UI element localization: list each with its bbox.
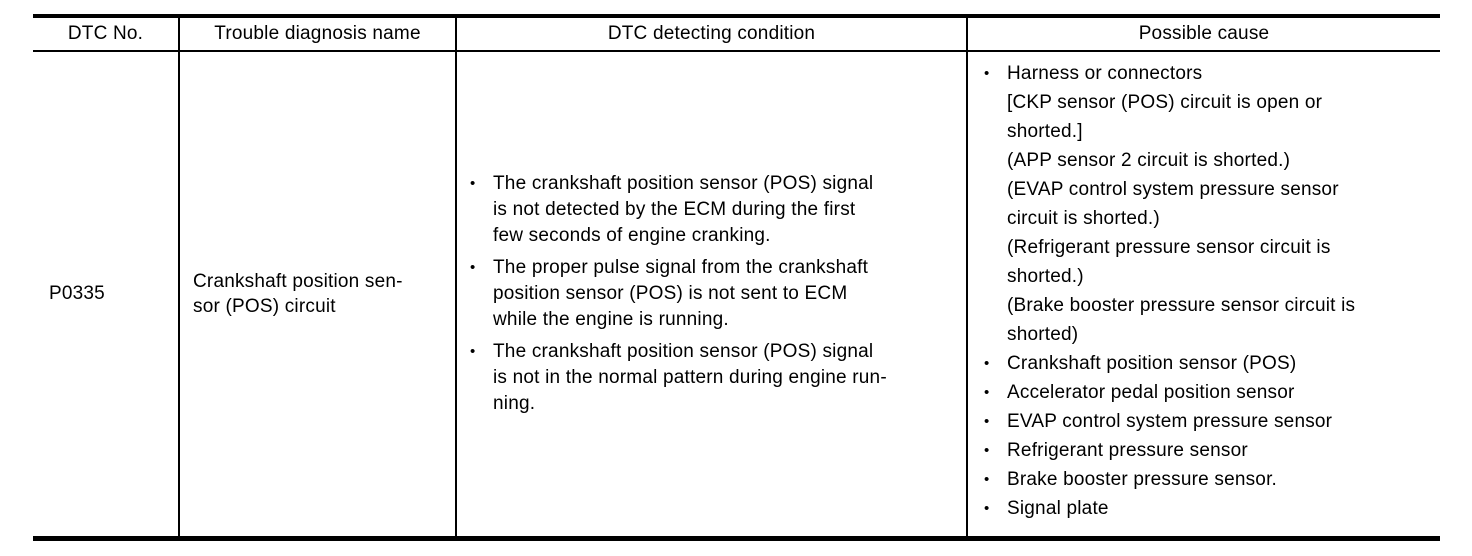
- detecting-condition-text: The crankshaft position sensor (POS) sig…: [493, 341, 887, 414]
- possible-cause-text: EVAP control system pressure sensor: [1007, 411, 1333, 432]
- detecting-condition-text: The crankshaft position sensor (POS) sig…: [493, 173, 874, 246]
- header-possible-cause-label: Possible cause: [1138, 23, 1270, 44]
- trouble-diagnosis-name-text: Crankshaft position sen- sor (POS) circu…: [193, 271, 403, 317]
- dtc-code: P0335: [49, 283, 105, 304]
- possible-cause-item: • Refrigerant pressure sensor: [984, 436, 1432, 465]
- detecting-condition-list: • The crankshaft position sensor (POS) s…: [470, 171, 958, 417]
- cell-dtc-no: P0335: [33, 52, 178, 536]
- cell-possible-cause: • Harness or connectors [CKP sensor (POS…: [966, 52, 1440, 536]
- bullet-icon: •: [984, 413, 990, 430]
- detecting-condition-item: • The crankshaft position sensor (POS) s…: [470, 171, 958, 249]
- possible-cause-list: • Harness or connectors [CKP sensor (POS…: [984, 59, 1432, 523]
- header-dtc-detecting-condition: DTC detecting condition: [455, 18, 966, 52]
- header-dtc-no-label: DTC No.: [67, 23, 144, 44]
- header-dtc-detecting-condition-label: DTC detecting condition: [607, 23, 816, 44]
- possible-cause-text: Crankshaft position sensor (POS): [1007, 353, 1297, 374]
- header-trouble-diagnosis-name: Trouble diagnosis name: [178, 18, 455, 52]
- header-dtc-no: DTC No.: [33, 18, 178, 52]
- bullet-icon: •: [984, 500, 990, 517]
- bullet-icon: •: [984, 471, 990, 488]
- bullet-icon: •: [984, 65, 990, 82]
- possible-cause-text: Harness or connectors [CKP sensor (POS) …: [1007, 63, 1356, 345]
- dtc-table: DTC No. Trouble diagnosis name DTC detec…: [33, 14, 1440, 541]
- bullet-icon: •: [470, 175, 476, 192]
- bullet-icon: •: [984, 442, 990, 459]
- possible-cause-text: Accelerator pedal position sensor: [1007, 382, 1295, 403]
- header-trouble-diagnosis-name-label: Trouble diagnosis name: [214, 23, 421, 44]
- possible-cause-item: • Brake booster pressure sensor.: [984, 465, 1432, 494]
- possible-cause-text: Signal plate: [1007, 498, 1109, 519]
- possible-cause-item: • Signal plate: [984, 494, 1432, 523]
- detecting-condition-item: • The proper pulse signal from the crank…: [470, 255, 958, 333]
- possible-cause-item: • Crankshaft position sensor (POS): [984, 349, 1432, 378]
- cell-dtc-detecting-condition: • The crankshaft position sensor (POS) s…: [455, 52, 966, 536]
- header-possible-cause: Possible cause: [966, 18, 1440, 52]
- possible-cause-item: • EVAP control system pressure sensor: [984, 407, 1432, 436]
- cell-trouble-diagnosis-name: Crankshaft position sen- sor (POS) circu…: [178, 52, 455, 536]
- bullet-icon: •: [470, 343, 476, 360]
- detecting-condition-item: • The crankshaft position sensor (POS) s…: [470, 339, 958, 417]
- possible-cause-item: • Accelerator pedal position sensor: [984, 378, 1432, 407]
- bullet-icon: •: [470, 259, 476, 276]
- possible-cause-text: Refrigerant pressure sensor: [1007, 440, 1248, 461]
- possible-cause-item: • Harness or connectors [CKP sensor (POS…: [984, 59, 1432, 349]
- possible-cause-text: Brake booster pressure sensor.: [1007, 469, 1278, 490]
- detecting-condition-text: The proper pulse signal from the cranksh…: [493, 257, 869, 330]
- bullet-icon: •: [984, 355, 990, 372]
- bullet-icon: •: [984, 384, 990, 401]
